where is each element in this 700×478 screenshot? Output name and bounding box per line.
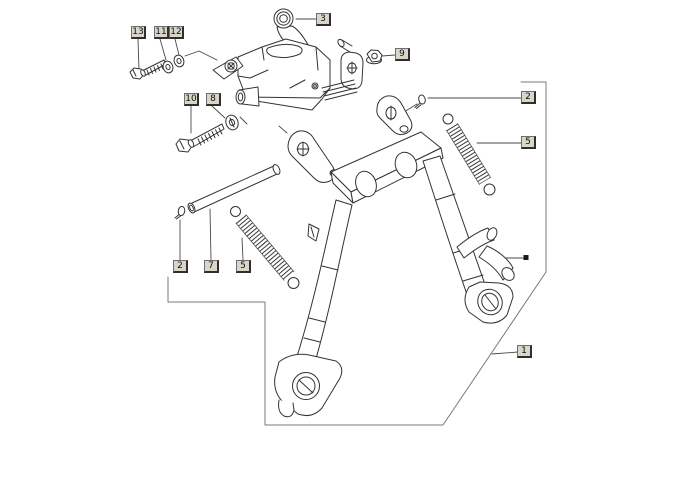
engine-mount-bracket-drawing xyxy=(212,8,364,111)
washer-11-drawing xyxy=(162,60,174,74)
callout-10[interactable]: 10 xyxy=(184,93,199,106)
callout-13[interactable]: 13 xyxy=(131,26,146,39)
washer-12-drawing xyxy=(173,54,185,68)
frame-outline xyxy=(167,81,547,426)
callout-8[interactable]: 8 xyxy=(206,93,221,106)
pivot-rod-drawing xyxy=(187,164,281,214)
callout-11[interactable]: 11 xyxy=(154,26,169,39)
spring-right-drawing xyxy=(442,113,496,196)
callout-2-right[interactable]: 2 xyxy=(521,91,536,104)
bolt-13-drawing xyxy=(129,59,167,80)
callout-2-left[interactable]: 2 xyxy=(173,260,188,273)
callout-5-right[interactable]: 5 xyxy=(521,136,536,149)
callout-9[interactable]: 9 xyxy=(395,48,410,61)
pivot-pin-left-drawing xyxy=(174,205,186,220)
center-stand-drawing xyxy=(274,95,515,418)
leader-lines xyxy=(137,18,522,355)
spring-left-drawing xyxy=(230,206,300,289)
callout-12[interactable]: 12 xyxy=(169,26,184,39)
pivot-pin-right-drawing xyxy=(414,94,426,109)
callout-1[interactable]: 1 xyxy=(517,345,532,358)
callout-3[interactable]: 3 xyxy=(316,13,331,26)
bolt-10-drawing xyxy=(175,123,225,153)
callout-7[interactable]: 7 xyxy=(204,260,219,273)
callout-5-left[interactable]: 5 xyxy=(236,260,251,273)
nut-9-drawing xyxy=(366,49,383,65)
washer-8-drawing xyxy=(225,114,239,131)
